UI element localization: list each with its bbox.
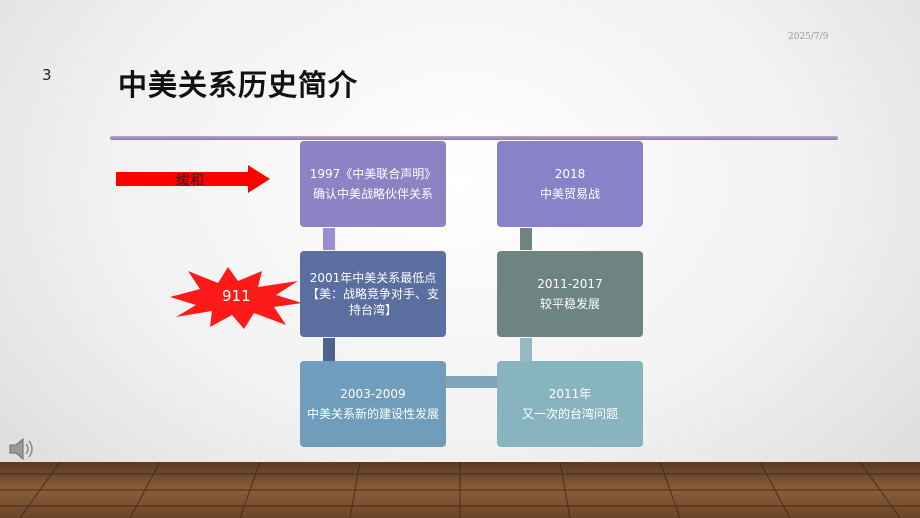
timeline-box-1997[interactable]: 1997《中美联合声明》 确认中美战略伙伴关系 <box>300 141 446 227</box>
slide-number: 3 <box>42 66 52 84</box>
wooden-floor-background <box>0 462 920 518</box>
box-2011-line1: 2011年 <box>548 387 592 401</box>
box-2001-line1: 2001年中美关系最低点【美：战略竞争对手、支持台湾】 <box>306 271 439 317</box>
slide-date: 2025/7/9 <box>788 32 829 42</box>
red-arrow-shape[interactable] <box>116 165 270 193</box>
title-divider <box>110 136 838 140</box>
explosion-burst-shape[interactable] <box>170 267 302 329</box>
box-2018-line1: 2018 <box>554 167 586 181</box>
box-20112017-line1: 2011-2017 <box>537 277 603 291</box>
timeline-box-2001[interactable]: 2001年中美关系最低点【美：战略竞争对手、支持台湾】 <box>300 251 446 337</box>
page-title: 中美关系历史简介 <box>118 68 359 102</box>
arrow-label: 缓和 <box>176 173 204 189</box>
box-2018-line2: 中美贸易战 <box>539 187 600 201</box>
timeline-box-2018[interactable]: 2018 中美贸易战 <box>497 141 643 227</box>
connector-2001-2003 <box>323 338 335 362</box>
box-2003-line1: 2003-2009 <box>340 387 406 401</box>
connector-1997-2001 <box>323 228 335 250</box>
timeline-box-2011-2017[interactable]: 2011-2017 较平稳发展 <box>497 251 643 337</box>
timeline-box-2003-2009[interactable]: 2003-2009 中美关系新的建设性发展 <box>300 361 446 447</box>
connector-20112017-2018 <box>520 228 532 250</box>
connector-2011-20112017 <box>520 338 532 362</box>
box-1997-line2: 确认中美战略伙伴关系 <box>312 187 433 201</box>
box-2011-line2: 又一次的台湾问题 <box>521 407 618 421</box>
box-1997-line1: 1997《中美联合声明》 <box>309 167 437 181</box>
speaker-icon[interactable] <box>6 434 36 464</box>
burst-label: 911 <box>222 287 251 305</box>
connector-2003-2011 <box>446 376 498 388</box>
box-20112017-line2: 较平稳发展 <box>539 297 600 311</box>
timeline-box-2011[interactable]: 2011年 又一次的台湾问题 <box>497 361 643 447</box>
box-2003-line2: 中美关系新的建设性发展 <box>306 407 439 421</box>
